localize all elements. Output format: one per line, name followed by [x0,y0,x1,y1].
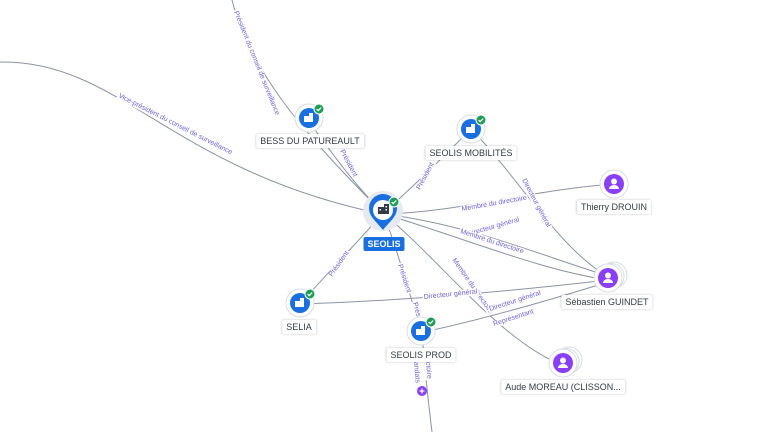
node-seolis[interactable] [363,191,403,231]
node-selia[interactable] [285,288,316,318]
edge-label-president-mobilites: Président [416,161,436,190]
edge-label-membre-directoire-moreau: Membre du directoire [450,257,494,315]
edge-seolis-guindet-2 [383,213,609,281]
edge-label-background [458,227,526,256]
node-label-guindet[interactable]: Sébastien GUINDET [561,295,653,309]
edge-label-background [460,194,529,214]
building-icon [466,124,475,133]
node-label-drouin[interactable]: Thierry DROUIN [576,200,652,214]
node-label-selia[interactable]: SELIA [282,320,316,334]
edge-seolis-moreau [383,213,561,365]
node-mobilites[interactable] [456,114,487,144]
person-icon [603,272,613,283]
node-label-bess[interactable]: BESS DU PATUREAULT [256,134,364,148]
building-icon [378,204,389,214]
edge-label-background [519,176,553,230]
building-icon [416,326,425,335]
edge-label-president-prod: Président [396,263,412,293]
edge-seolis-guindet-1 [383,213,609,277]
edge-label-membre-directoire-drouin: Membre du directoire [461,195,527,213]
edge-label-background [449,256,495,317]
edge-label-background [395,262,413,295]
edge-label-president-conseil-surveillance: Président du conseil de surveillance [232,10,280,116]
edge-label-background [411,360,421,385]
node-moreau[interactable] [548,346,583,378]
edge-label-president-selia: Président [328,250,351,278]
verified-check-icon [425,316,437,328]
edge-label-background [410,300,422,319]
node-label-seolis[interactable]: SEOLIS [363,237,405,251]
node-guindet[interactable] [593,261,628,293]
edge-left-to-seolis [0,61,383,215]
verified-check-icon [304,288,316,300]
node-drouin[interactable] [599,169,629,199]
person-icon [558,357,568,368]
edge-label-background [423,360,433,381]
edge-labels: Président du conseil de surveillance Vic… [116,9,553,385]
edge-label-background [491,307,536,329]
edge-label-background [465,215,522,239]
verified-check-icon [475,114,487,126]
node-label-mobilites[interactable]: SEOLIS MOBILITÉS [425,146,517,160]
edge-label-directeur-general-selia: Directeur général [423,288,478,301]
edge-label-vice-president: Vice-président du conseil de surveillanc… [117,93,233,157]
edge-label-pres-prod: Prés [411,302,422,318]
node-bess[interactable] [294,103,325,133]
expand-plus-icon[interactable] [417,386,427,396]
edge-label-mandats-cut: andats [412,362,421,384]
building-icon [295,298,304,307]
edge-label-representant: Représentant [492,308,534,328]
edge-label-background [415,160,437,192]
edge-label-background [231,9,281,118]
building-icon [304,113,313,122]
edge-prod-guindet [423,281,609,333]
edge-label-background [487,289,544,314]
node-label-prod[interactable]: SEOLIS PROD [386,348,456,362]
edge-label-directoire-cut: ctoire [424,362,432,380]
verified-check-icon [388,196,400,208]
edge-label-background [116,92,235,157]
node-prod[interactable] [406,316,437,346]
node-label-moreau[interactable]: Aude MOREAU (CLISSON... [501,380,625,394]
edge-label-background [422,288,480,302]
edge-label-background [337,147,359,179]
person-icon [609,178,619,189]
verified-check-icon [313,103,325,115]
edge-label-background [327,249,352,279]
edge-label-directeur-general-drouin: Directeur général [520,178,552,229]
edges [0,0,615,432]
